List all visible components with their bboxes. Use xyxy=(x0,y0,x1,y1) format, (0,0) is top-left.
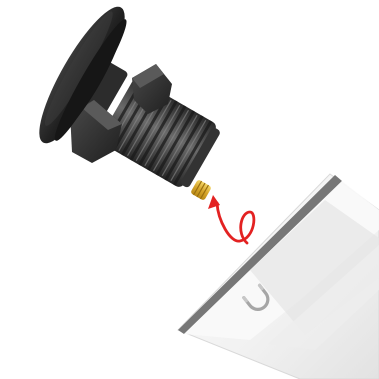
magnetic-cap xyxy=(178,174,379,379)
insert-arrow-icon xyxy=(208,195,254,243)
gold-stud xyxy=(190,179,212,201)
push-button-assembly xyxy=(26,0,224,201)
